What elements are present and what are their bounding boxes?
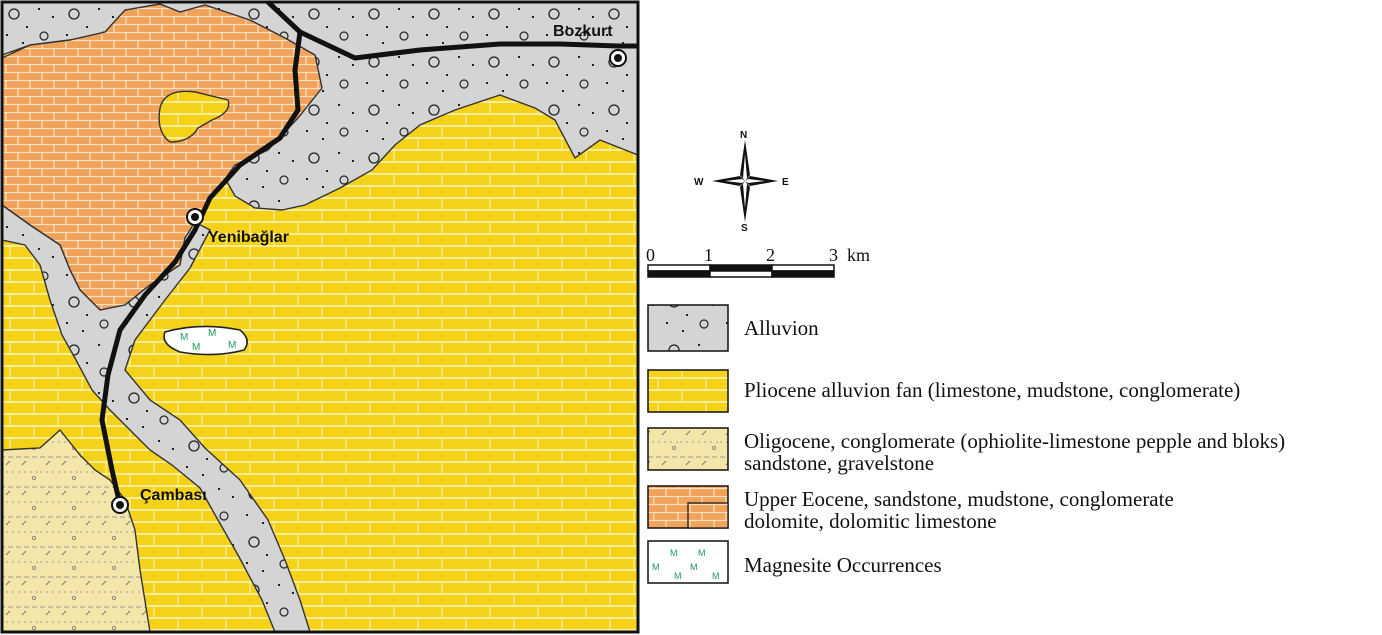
legend-swatch-dolomite xyxy=(687,502,729,529)
svg-text:M: M xyxy=(712,571,720,581)
settlement-cambasi: Çambası xyxy=(111,487,207,514)
legend-swatch-alluvion xyxy=(647,304,729,352)
place-name-yenibaglar: Yenibağlar xyxy=(208,229,289,246)
legend-label-alluvion: Alluvion xyxy=(744,317,819,339)
compass-n: N xyxy=(740,130,747,141)
scale-tick: 2 xyxy=(766,245,775,265)
svg-text:M: M xyxy=(674,571,682,581)
map-border xyxy=(0,0,640,634)
legend-label-line: Alluvion xyxy=(744,316,819,340)
legend-label-line: Magnesite Occurrences xyxy=(744,553,942,577)
road xyxy=(266,0,638,61)
scale-tick: 1 xyxy=(704,245,713,265)
place-name-bozkurt: Bozkurt xyxy=(553,23,613,40)
legend-swatch-pliocene xyxy=(647,369,729,413)
north-arrow: N S E W xyxy=(694,130,789,234)
magnesite-symbol: M xyxy=(208,328,216,339)
compass-w: W xyxy=(694,177,704,188)
pliocene-inlier xyxy=(158,90,230,143)
scale-tick: 3 xyxy=(829,245,838,265)
map-frame: M M M M Bozkurt Yenibağlar Çambası xyxy=(0,0,640,634)
legend-label-upper-eocene: Upper Eocene, sandstone, mudstone, congl… xyxy=(744,488,1174,532)
legend-swatch-oligocene xyxy=(647,427,729,471)
settlement-bozkurt: Bozkurt xyxy=(553,23,627,67)
settlement-yenibaglar: Yenibağlar xyxy=(186,208,289,246)
legend-label-line: Oligocene, conglomerate (ophiolite-limes… xyxy=(744,429,1286,453)
legend-swatch-magnesite: M M M M M M xyxy=(647,540,729,584)
svg-text:M: M xyxy=(670,548,678,558)
compass-e: E xyxy=(782,177,789,188)
legend: M M M M M M xyxy=(647,304,729,584)
legend-label-line: Upper Eocene, sandstone, mudstone, congl… xyxy=(744,487,1174,511)
magnesite-occurrence xyxy=(163,325,248,356)
svg-text:M: M xyxy=(698,548,706,558)
magnesite-symbol: M xyxy=(228,340,236,351)
legend-label-pliocene: Pliocene alluvion fan (limestone, mudsto… xyxy=(744,379,1240,401)
svg-text:M: M xyxy=(690,562,698,572)
road xyxy=(99,31,303,506)
legend-label-line: Pliocene alluvion fan (limestone, mudsto… xyxy=(744,378,1241,402)
legend-label-magnesite: Magnesite Occurrences xyxy=(744,554,942,576)
compass-s: S xyxy=(741,223,748,234)
legend-label-oligocene: Oligocene, conglomerate (ophiolite-limes… xyxy=(744,430,1285,474)
magnesite-symbol: M xyxy=(180,332,188,343)
magnesite-symbol: M xyxy=(192,342,200,353)
alluvion-valley xyxy=(1,203,311,633)
scale-bar: 0 1 2 3 km xyxy=(646,245,870,278)
legend-label-line: dolomite, dolomitic limestone xyxy=(744,509,997,533)
scale-tick: 0 xyxy=(646,245,655,265)
svg-text:M: M xyxy=(652,562,660,572)
scale-unit: km xyxy=(847,245,870,265)
place-name-cambasi: Çambası xyxy=(140,487,207,504)
legend-label-line: sandstone, gravelstone xyxy=(744,451,935,475)
